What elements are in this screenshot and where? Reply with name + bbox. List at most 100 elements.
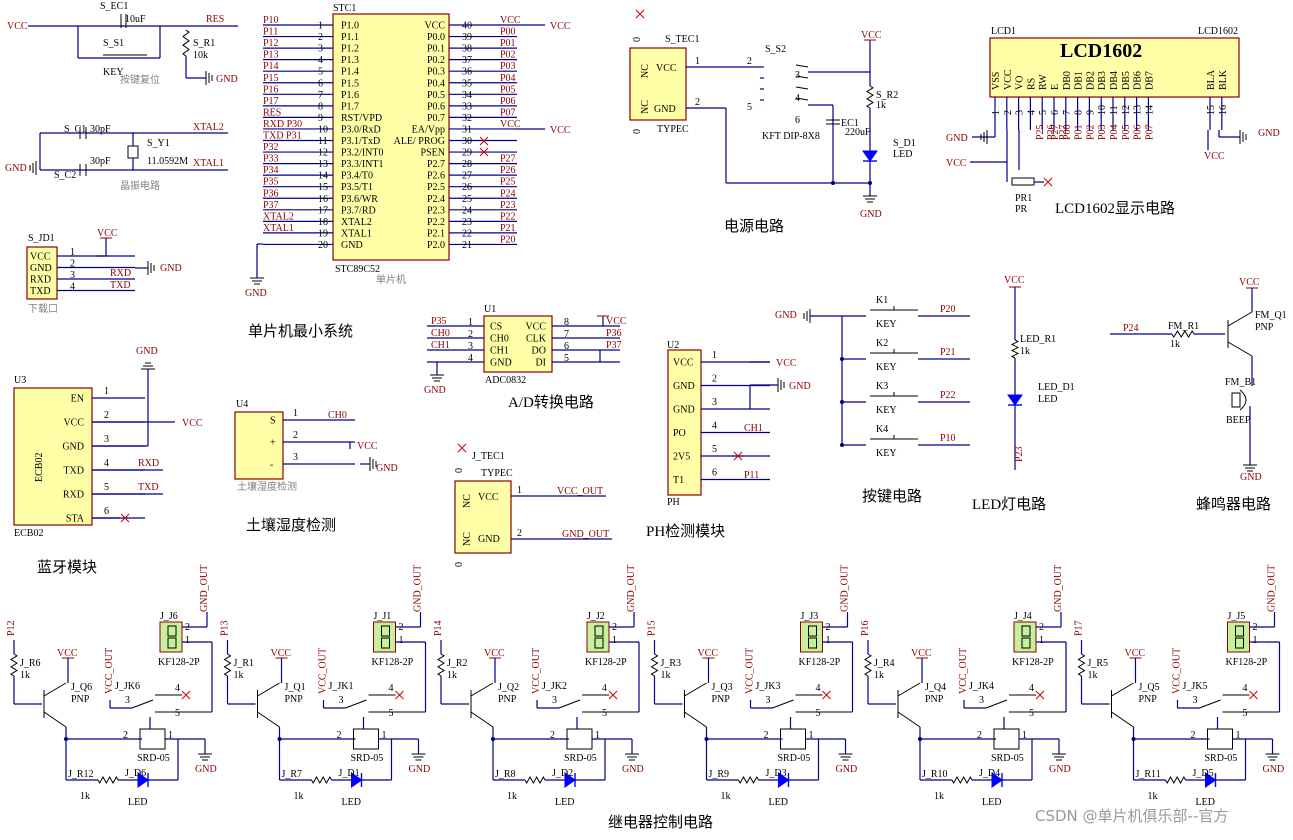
relay-led-res-val: 1k [80, 791, 90, 802]
mcu-left-net: RES [263, 107, 281, 118]
mcu-left-pin-num: 16 [318, 194, 328, 205]
relay-res-ref: J_R2 [447, 658, 468, 669]
power-z: 0 [632, 37, 643, 42]
relay-term-ref: J_J5 [1228, 611, 1246, 622]
relay-led-val: LED [342, 797, 361, 808]
relay-terminal-slot [1235, 637, 1244, 649]
mcu-vcc-net: VCC [550, 21, 571, 32]
mcu-left-net: XTAL1 [263, 223, 294, 234]
bt-pin-num: 1 [104, 386, 109, 397]
led-vcc: VCC [1004, 275, 1025, 286]
mcu-right-pin-name: P2.0 [427, 240, 445, 251]
relay-pin-num: 2 [123, 730, 128, 741]
relay-terminal-slot [167, 625, 177, 637]
note-soil: 土壤湿度检测 [237, 480, 297, 493]
junction [840, 443, 844, 447]
relay-led-resistor [951, 775, 973, 785]
relay-res-val: 1k [447, 670, 457, 681]
lcd-net: P06 [1133, 124, 1144, 140]
ph-pin-num: 3 [712, 397, 717, 408]
no-connect-mark [1043, 177, 1053, 187]
reset-cap-ref: S_EC1 [100, 1, 128, 12]
mcu-right-net: P21 [500, 223, 516, 234]
ph-pin-num: 4 [712, 421, 717, 432]
lcd-title: LCD1602 [1060, 40, 1142, 62]
tec2-n2: 2 [517, 528, 522, 539]
mcu-left-net: P16 [263, 84, 279, 95]
buzzer-q-ref: FM_Q1 [1255, 310, 1287, 321]
tec2-n1: 1 [517, 485, 522, 496]
buzzer-res-ref: FM_R1 [1168, 321, 1199, 332]
power-sw-num: 4 [795, 93, 800, 104]
adc-right-num: 8 [564, 317, 569, 328]
mcu-left-pin-num: 20 [318, 240, 328, 251]
mcu-right-net: P05 [500, 84, 516, 95]
no-connect-mark [822, 690, 831, 700]
adc-right-net: VCC [606, 316, 627, 327]
relay-transistor [257, 711, 280, 728]
relay-contact [1199, 699, 1221, 709]
relay-terminal-slot [594, 637, 604, 649]
power-resistor [866, 85, 874, 109]
crystal-gnd-net: GND [5, 163, 27, 174]
relay-base-resistor [223, 653, 232, 677]
relay-led-resistor [97, 775, 119, 785]
lcd-pot [1011, 177, 1035, 186]
power-z: 0 [632, 129, 643, 134]
crystal-c1: S_C1 [64, 124, 86, 135]
adc-ref: U1 [484, 304, 496, 315]
mcu-right-pin-name: P2.4 [427, 194, 445, 205]
relay-gnd-out: GND_OUT [626, 565, 637, 612]
lcd-vcc2: VCC [1204, 151, 1225, 162]
soil-pin-num: 2 [293, 430, 298, 441]
tec2-ref: J_TEC1 [472, 451, 505, 462]
relay-q-val: PNP [71, 694, 90, 705]
relay-vcc: VCC [57, 648, 78, 659]
relay-led-resistor [1165, 775, 1186, 785]
led-diode [1007, 394, 1023, 406]
relay-gnd: GND [1049, 764, 1071, 775]
bt-pin-num: 6 [104, 506, 109, 517]
key-val: KEY [876, 362, 897, 373]
mcu-right-pin-name: P2.6 [427, 171, 445, 182]
relay-pin-num: 5 [1029, 708, 1034, 719]
no-connect-mark [733, 451, 743, 461]
mcu-right-net: P22 [500, 211, 516, 222]
mcu-left-pin-num: 18 [318, 217, 328, 228]
junction [840, 357, 844, 361]
reset-res-ref: S_R1 [193, 38, 215, 49]
adc-right-num: 7 [564, 329, 569, 340]
crystal-c2: S_C2 [54, 170, 76, 181]
relay-led-val: LED [769, 797, 788, 808]
lcd-part: LCD1602 [1198, 26, 1238, 37]
mcu-right-net: P03 [500, 61, 516, 72]
relay-led-ref: J_D6 [125, 768, 146, 779]
mcu-right-pin-name: P2.1 [427, 228, 445, 239]
mcu-left-net: P35 [263, 177, 279, 188]
mcu-left-pin-name: P1.0 [341, 21, 359, 32]
note-download: 下载口 [28, 303, 58, 315]
adc-right-num: 6 [564, 341, 569, 352]
power-cap-val: 220uF [845, 127, 871, 138]
mcu-left-pin-name: P3.0/RxD [341, 124, 381, 135]
relay-q-ref: J_Q3 [712, 682, 733, 693]
key-val: KEY [876, 405, 897, 416]
relay-led-res-ref: J_R12 [68, 769, 94, 780]
mcu-right-pin-num: 28 [462, 159, 472, 170]
lcd-net: P03 [1097, 124, 1108, 140]
relay-transistor [470, 711, 494, 728]
bt-pin-name: GND [62, 442, 84, 453]
adc-left-num: 3 [468, 341, 473, 352]
relay-gnd-out: GND_OUT [413, 565, 424, 612]
bt-pin-num: 3 [104, 434, 109, 445]
mcu-left-pin-num: 9 [318, 113, 323, 124]
power-led-ref: S_D1 [893, 138, 916, 149]
relay-pin-num: 2 [550, 730, 555, 741]
relay-input-net: P17 [1074, 620, 1085, 636]
relay-base-resistor [1077, 653, 1086, 677]
power-conn-type: TYPEC [657, 124, 689, 135]
soil-pin-name: + [270, 438, 276, 449]
lcd-pin-name: DB2 [1085, 71, 1096, 90]
mcu-left-pin-num: 10 [318, 124, 328, 135]
relay-pin-num: 2 [337, 730, 342, 741]
